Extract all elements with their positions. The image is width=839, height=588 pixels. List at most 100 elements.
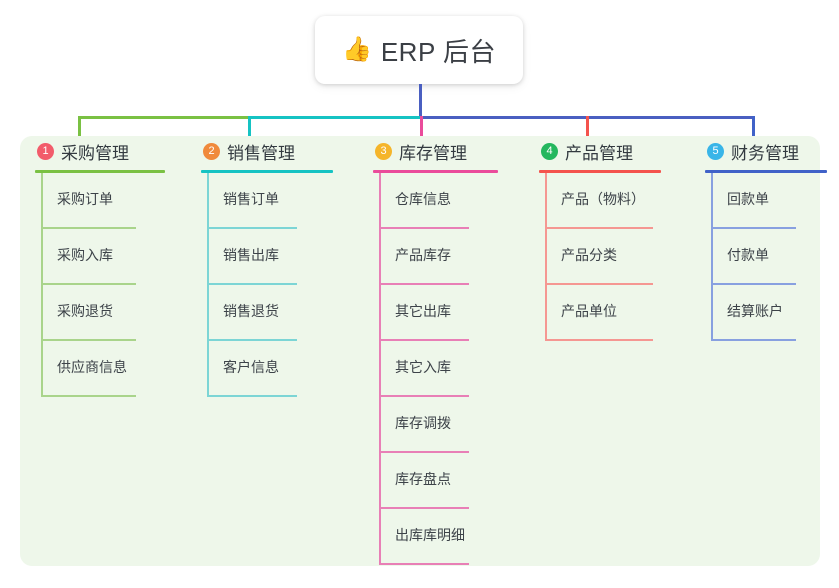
root-title: ERP 后台 xyxy=(380,36,497,67)
branch-item-label: 回款单 xyxy=(727,191,769,207)
drop-col4 xyxy=(586,116,589,152)
branch-items: 销售订单销售出库销售退货客户信息 xyxy=(201,173,353,397)
branch-items: 回款单付款单结算账户 xyxy=(705,173,839,341)
branch-number-badge: 4 xyxy=(541,142,558,160)
branch-item-label: 结算账户 xyxy=(727,303,783,319)
branch-item-rule xyxy=(379,395,469,397)
branch-spine xyxy=(711,173,713,341)
branch-header-rule xyxy=(35,170,165,173)
branch-item[interactable]: 产品分类 xyxy=(539,229,691,285)
branch-item[interactable]: 回款单 xyxy=(705,173,839,229)
branch-item-label: 销售退货 xyxy=(223,303,279,319)
branch-item-rule xyxy=(207,283,297,285)
branch-item-rule xyxy=(545,339,653,341)
drop-col2 xyxy=(248,116,251,152)
branch-item-label: 付款单 xyxy=(727,247,769,263)
drop-col3 xyxy=(420,116,423,152)
branch-item-label: 供应商信息 xyxy=(57,359,127,375)
branch-spine xyxy=(379,173,381,565)
branch-spine xyxy=(545,173,547,341)
branch-number-badge: 1 xyxy=(37,142,54,160)
branch-item-rule xyxy=(545,283,653,285)
branch-item[interactable]: 销售出库 xyxy=(201,229,353,285)
branch-item-label: 产品单位 xyxy=(561,303,617,319)
branch-item-rule xyxy=(379,507,469,509)
branch-item-rule xyxy=(711,227,796,229)
branch-header-rule xyxy=(539,170,661,173)
branch-item[interactable]: 采购订单 xyxy=(35,173,185,229)
thumbs-up-icon: 👍 xyxy=(341,36,372,63)
branch-item-label: 采购入库 xyxy=(57,247,113,263)
branch-item-rule xyxy=(207,395,297,397)
branch-title: 采购管理 xyxy=(61,143,129,163)
branch-item-rule xyxy=(545,227,653,229)
branch-item[interactable]: 出库库明细 xyxy=(373,509,528,565)
branch-item[interactable]: 仓库信息 xyxy=(373,173,528,229)
branch-item[interactable]: 其它出库 xyxy=(373,285,528,341)
branch-number-badge: 5 xyxy=(707,142,724,160)
branch-item[interactable]: 产品（物料） xyxy=(539,173,691,229)
branch-item-label: 产品（物料） xyxy=(561,191,645,207)
branch-item-label: 库存盘点 xyxy=(395,471,451,487)
branch-item[interactable]: 客户信息 xyxy=(201,341,353,397)
branch-item-rule xyxy=(207,227,297,229)
branch-item[interactable]: 供应商信息 xyxy=(35,341,185,397)
branch-header-4[interactable]: 4 产品管理 xyxy=(539,136,691,166)
branch-item[interactable]: 采购入库 xyxy=(35,229,185,285)
branch-header-rule xyxy=(705,170,827,173)
branch-item-rule xyxy=(41,283,136,285)
branch-item-label: 出库库明细 xyxy=(395,527,465,543)
branch-item-label: 客户信息 xyxy=(223,359,279,375)
branch-item-rule xyxy=(379,227,469,229)
branch-item[interactable]: 销售订单 xyxy=(201,173,353,229)
branch-header-rule xyxy=(201,170,333,173)
branch-item-rule xyxy=(379,283,469,285)
branch-item[interactable]: 结算账户 xyxy=(705,285,839,341)
seg-green xyxy=(78,116,248,119)
branch-item[interactable]: 库存盘点 xyxy=(373,453,528,509)
branch-items: 仓库信息产品库存其它出库其它入库库存调拨库存盘点出库库明细 xyxy=(373,173,528,565)
branch-header-rule xyxy=(373,170,498,173)
branch-item-label: 采购订单 xyxy=(57,191,113,207)
branch-item-rule xyxy=(379,451,469,453)
branch-column-5: 5 财务管理回款单付款单结算账户 xyxy=(705,136,839,341)
branch-item[interactable]: 付款单 xyxy=(705,229,839,285)
branch-header-1[interactable]: 1 采购管理 xyxy=(35,136,185,166)
branch-spine xyxy=(41,173,43,397)
branch-items: 采购订单采购入库采购退货供应商信息 xyxy=(35,173,185,397)
branch-item-rule xyxy=(207,339,297,341)
branch-item-label: 其它出库 xyxy=(395,303,451,319)
branch-items: 产品（物料） 产品分类产品单位 xyxy=(539,173,691,341)
branch-item[interactable]: 销售退货 xyxy=(201,285,353,341)
branch-item-rule xyxy=(711,339,796,341)
seg-teal xyxy=(248,116,420,119)
branch-column-4: 4 产品管理产品（物料） 产品分类产品单位 xyxy=(539,136,691,341)
branch-title: 销售管理 xyxy=(227,143,295,163)
branch-item-rule xyxy=(379,563,469,565)
branch-item-rule xyxy=(711,283,796,285)
branch-item-label: 其它入库 xyxy=(395,359,451,375)
branch-item[interactable]: 产品单位 xyxy=(539,285,691,341)
branch-number-badge: 3 xyxy=(375,142,392,160)
branch-item-rule xyxy=(379,339,469,341)
branch-header-5[interactable]: 5 财务管理 xyxy=(705,136,839,166)
branch-item[interactable]: 库存调拨 xyxy=(373,397,528,453)
branch-title: 财务管理 xyxy=(731,143,799,163)
branch-spine xyxy=(207,173,209,397)
branch-item-label: 库存调拨 xyxy=(395,415,451,431)
branch-title: 产品管理 xyxy=(565,143,633,163)
branch-item[interactable]: 采购退货 xyxy=(35,285,185,341)
branch-item-label: 销售出库 xyxy=(223,247,279,263)
branch-item-rule xyxy=(41,395,136,397)
branch-item[interactable]: 其它入库 xyxy=(373,341,528,397)
root-stem-connector xyxy=(419,84,422,118)
root-node[interactable]: 👍 ERP 后台 xyxy=(315,16,523,84)
branch-item[interactable]: 产品库存 xyxy=(373,229,528,285)
branch-item-label: 销售订单 xyxy=(223,191,279,207)
